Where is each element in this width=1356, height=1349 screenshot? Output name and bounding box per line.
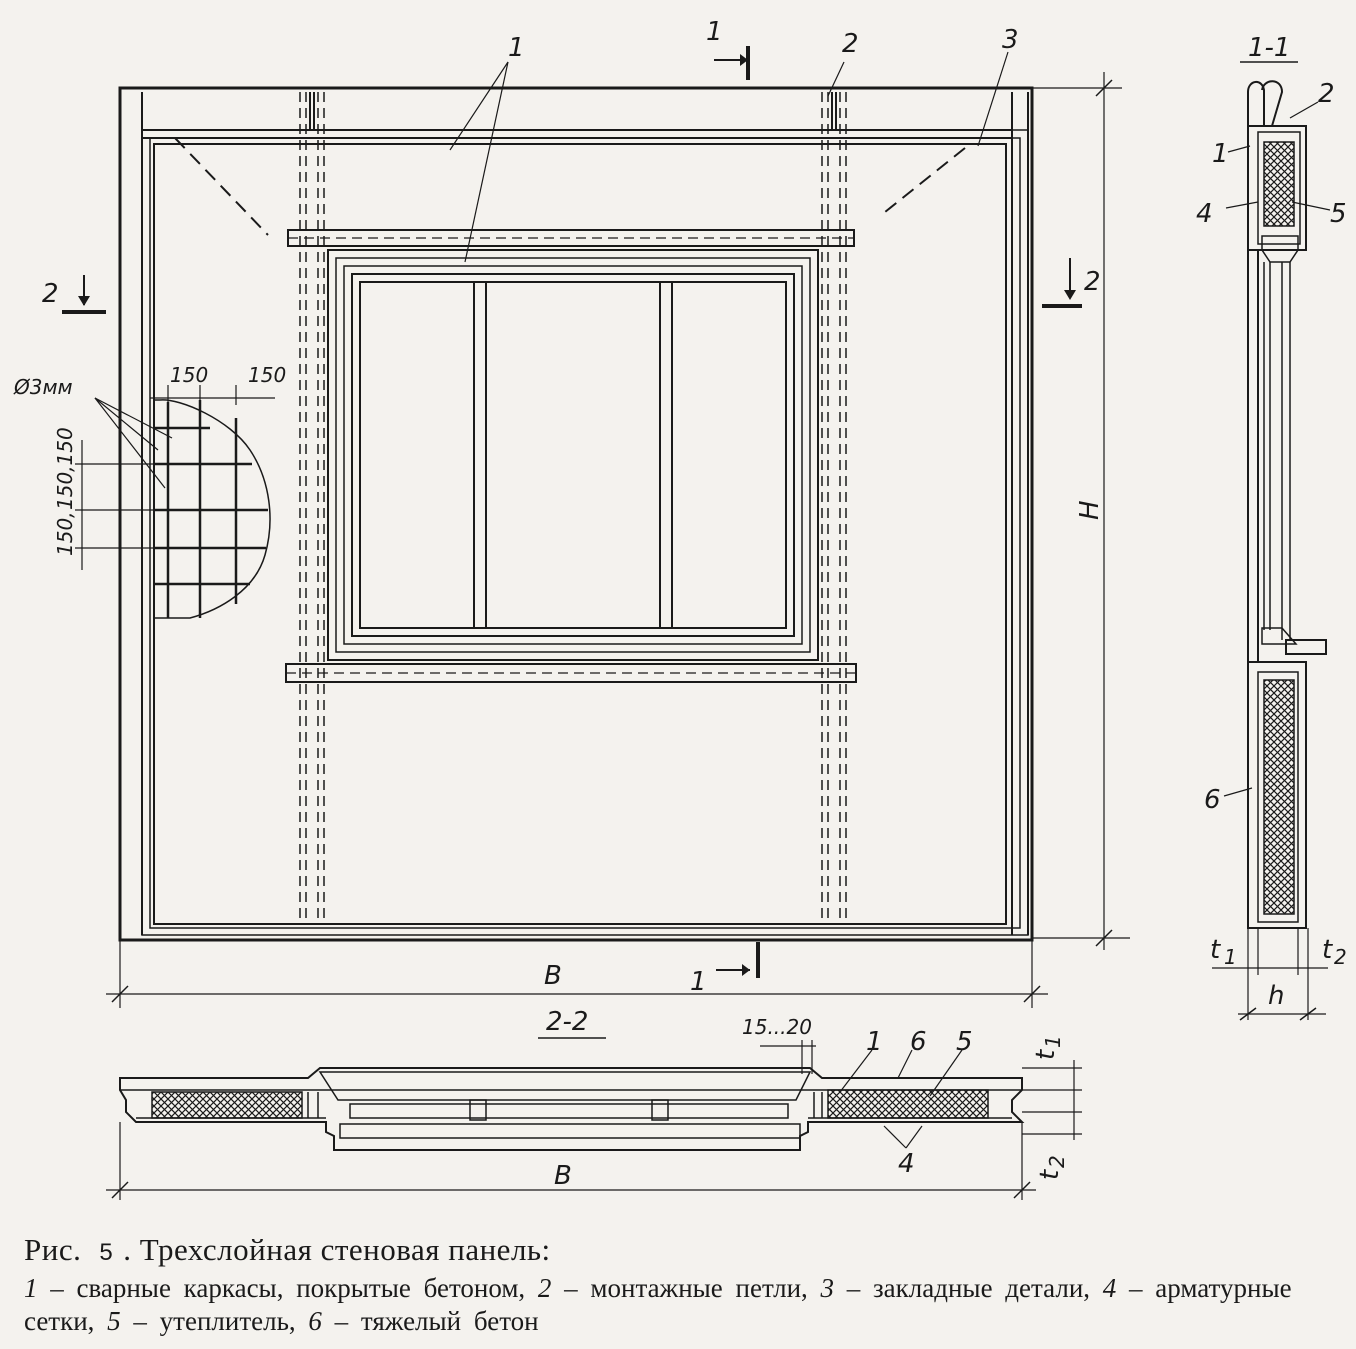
legend-text-6: тяжелый бетон	[360, 1306, 539, 1336]
legend-text-4: арматурные сетки,	[24, 1273, 1292, 1336]
mesh-dim-150-b: 150	[248, 363, 286, 387]
dim-t1-side: t	[1210, 935, 1221, 965]
side-label-5: 5	[1330, 199, 1347, 229]
panel-drawing: 1 2 3 1 1 2 2 H B B h t 1 t 2 t 1 t 2 1-…	[13, 17, 1347, 1200]
dim-gap-15-20: 15...20	[742, 1015, 812, 1039]
section-2-2	[106, 1037, 1082, 1200]
legend-num-3: 3	[820, 1273, 835, 1303]
section-1-1	[1212, 61, 1331, 1021]
label-2-top: 2	[842, 29, 859, 59]
labels: 1 2 3 1 1 2 2 H B B h t 1 t 2 t 1 t 2 1-…	[13, 17, 1347, 1191]
section-title-1-1: 1-1	[1248, 33, 1290, 63]
label-3-top: 3	[1002, 25, 1019, 55]
dim-H: H	[1075, 500, 1105, 520]
legend-num-2: 2	[537, 1273, 552, 1303]
section-label-5: 5	[956, 1027, 973, 1057]
dim-B-section: B	[554, 1161, 572, 1191]
caption-legend: 1 – сварные каркасы, покрытые бетоном, 2…	[24, 1273, 1292, 1336]
dim-h: h	[1268, 981, 1284, 1011]
legend-text-3: закладные детали,	[873, 1273, 1091, 1303]
dim-t1-section-sub: 1	[1041, 1035, 1065, 1048]
section-label-6: 6	[910, 1027, 927, 1057]
caption-title: Рис. 5 . Трехслойная стеновая панель:	[24, 1232, 1324, 1268]
figure-caption: Рис. 5 . Трехслойная стеновая панель: 1 – …	[24, 1232, 1324, 1338]
dim-t1-side-sub: 1	[1224, 945, 1237, 969]
dim-t1-section: t	[1031, 1049, 1061, 1060]
section-marker-2-right: 2	[1084, 267, 1101, 297]
legend-text-1: сварные каркасы, покрытые бетоном,	[76, 1273, 526, 1303]
section-marker-2-left: 2	[42, 279, 59, 309]
side-label-4: 4	[1196, 199, 1213, 229]
section-title-2-2: 2-2	[546, 1007, 588, 1037]
legend-text-2: монтажные петли,	[590, 1273, 808, 1303]
mesh-dim-150-a: 150	[170, 363, 208, 387]
mesh-diameter: Ø3мм	[13, 375, 73, 399]
legend-num-1: 1	[24, 1273, 38, 1303]
side-label-1: 1	[1212, 139, 1229, 169]
window	[327, 249, 819, 661]
legend-num-6: 6	[308, 1306, 322, 1336]
caption-prefix: Рис.	[24, 1232, 82, 1267]
section-marker-1-bottom: 1	[690, 967, 707, 997]
mesh-cutout	[75, 385, 275, 619]
dim-t2-section: t	[1035, 1169, 1065, 1180]
caption-number: 5	[99, 1239, 114, 1266]
front-elevation	[62, 46, 1130, 1008]
legend-num-5: 5	[107, 1306, 121, 1336]
side-label-6: 6	[1204, 785, 1221, 815]
legend-num-4: 4	[1102, 1273, 1117, 1303]
mesh-dim-150-v1: 150,150	[53, 427, 77, 510]
label-1-top: 1	[508, 33, 525, 63]
mesh-dim-150-v2: 150,	[53, 511, 77, 556]
dim-t2-side-sub: 2	[1334, 945, 1347, 969]
side-label-2: 2	[1318, 79, 1335, 109]
dim-t2-section-sub: 2	[1045, 1155, 1069, 1168]
dim-t2-side: t	[1322, 935, 1333, 965]
caption-title-text: . Трехслойная стеновая панель:	[123, 1232, 551, 1267]
section-label-1: 1	[866, 1027, 883, 1057]
legend-text-5: утеплитель,	[159, 1306, 296, 1336]
section-marker-1-top: 1	[706, 17, 723, 47]
section-label-4: 4	[898, 1149, 915, 1179]
dim-B-front: B	[544, 961, 562, 991]
